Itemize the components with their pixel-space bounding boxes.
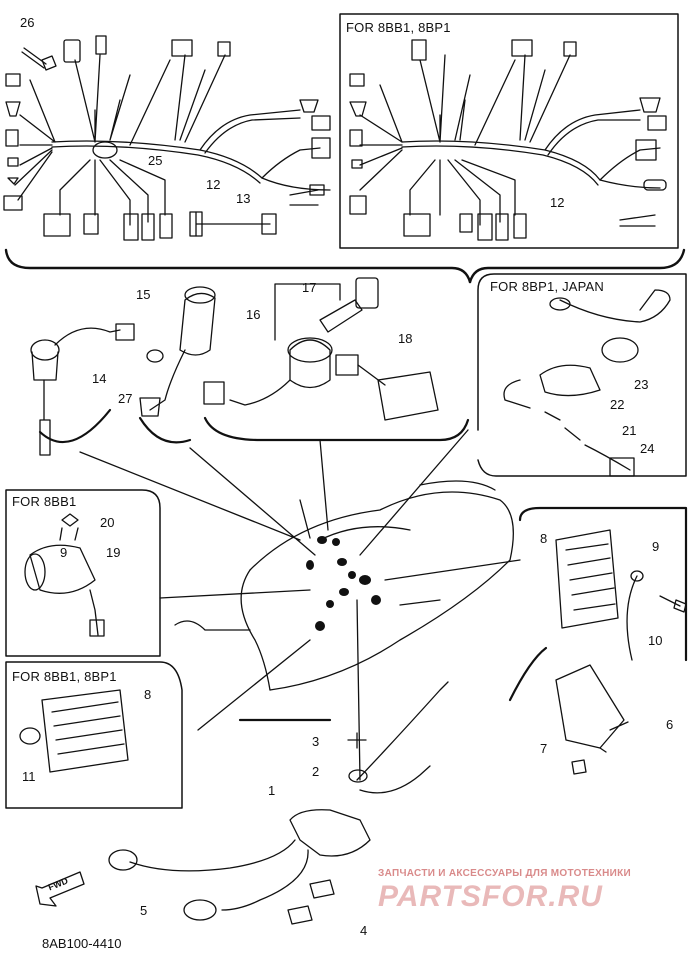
callout-1: 1 <box>268 783 276 798</box>
starter-relay-inset <box>6 490 160 656</box>
callout-22: 22 <box>610 397 625 412</box>
drawing-code: 8AB100-4410 <box>42 936 122 951</box>
callout-25: 25 <box>148 153 163 168</box>
callout-8-inset: 8 <box>144 687 152 702</box>
inset-caption-harness: FOR 8BB1, 8BP1 <box>346 20 451 35</box>
regulator-group <box>520 508 686 660</box>
callout-21: 21 <box>622 423 637 438</box>
inset-caption-japan: FOR 8BP1, JAPAN <box>490 279 605 294</box>
fwd-arrow <box>36 872 84 906</box>
cdi-unit-group <box>510 648 628 774</box>
inset-caption-8bb1: FOR 8BB1 <box>12 494 77 509</box>
callout-6: 6 <box>666 717 674 732</box>
sensor-parts-group <box>31 287 215 455</box>
ignition-switch-group <box>204 278 468 440</box>
ignition-coil-group <box>109 682 448 924</box>
callout-27: 27 <box>118 391 133 406</box>
callout-14: 14 <box>92 371 107 386</box>
callout-16: 16 <box>246 307 261 322</box>
harness-variant-inset <box>340 14 678 248</box>
callout-3: 3 <box>312 734 320 749</box>
callout-4: 4 <box>360 923 368 938</box>
callout-2: 2 <box>312 764 320 779</box>
callout-17: 17 <box>302 280 317 295</box>
callout-13: 13 <box>236 191 251 206</box>
wire-harness-group <box>4 36 684 282</box>
callout-5: 5 <box>140 903 148 918</box>
callout-20: 20 <box>100 515 115 530</box>
callout-8-right: 8 <box>540 531 548 546</box>
rectifier-variant-inset <box>6 662 182 808</box>
callout-26: 26 <box>20 15 35 30</box>
vehicle-outline <box>80 430 520 780</box>
callout-23: 23 <box>634 377 649 392</box>
inset-caption-rectifier: FOR 8BB1, 8BP1 <box>12 669 117 684</box>
callout-12-inset: 12 <box>550 195 565 210</box>
callout-10: 10 <box>648 633 663 648</box>
callout-24: 24 <box>640 441 655 456</box>
watermark-logo: PARTSFOR.RU <box>378 880 603 913</box>
callout-7: 7 <box>540 741 548 756</box>
callout-11: 11 <box>22 769 36 784</box>
watermark-caption: ЗАПЧАСТИ И АКСЕССУАРЫ ДЛЯ МОТОТЕХНИКИ <box>378 868 631 879</box>
callout-19: 19 <box>106 545 121 560</box>
japan-ignition-inset <box>478 274 686 476</box>
callout-18: 18 <box>398 331 413 346</box>
callout-15: 15 <box>136 287 151 302</box>
callout-9-inset: 9 <box>60 545 68 560</box>
callout-9-right: 9 <box>652 539 660 554</box>
callout-12-main: 12 <box>206 177 221 192</box>
